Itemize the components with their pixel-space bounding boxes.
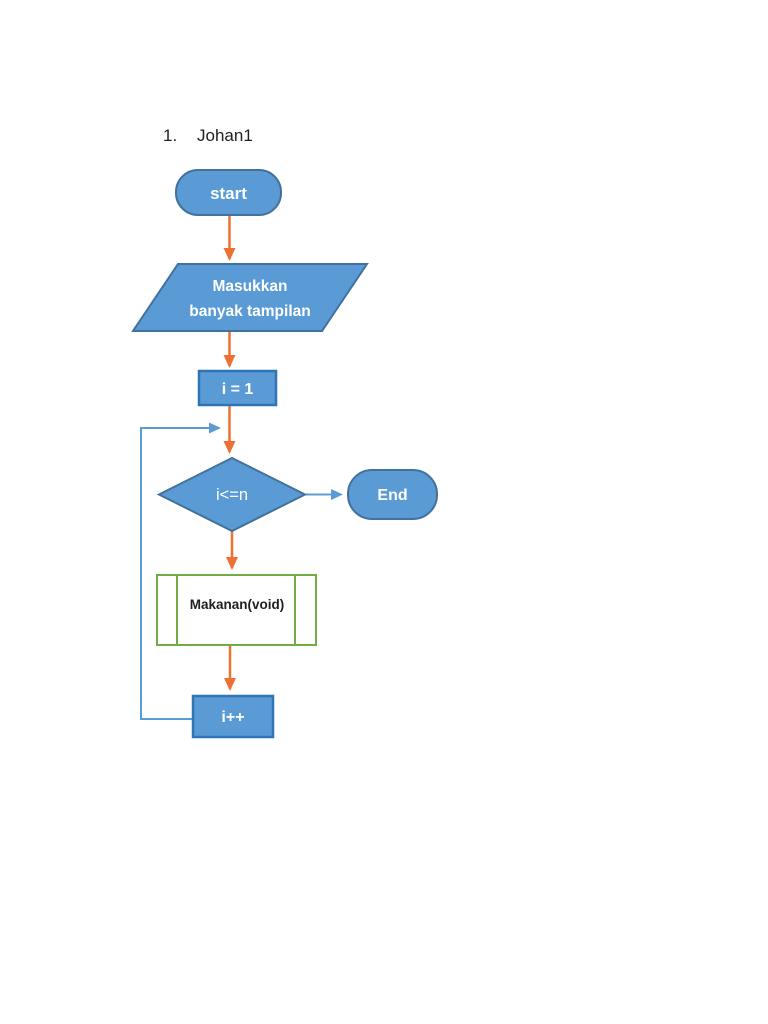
- init-node: i = 1: [197, 369, 278, 407]
- subroutine-node-label: Makanan(void): [190, 597, 285, 612]
- loop-back-connector: [140, 422, 221, 720]
- increment-node: i++: [191, 694, 275, 739]
- init-node-shape: [197, 369, 278, 407]
- decision-node-label: i<=n: [216, 486, 248, 504]
- input-node-label-line2: banyak tampilan: [189, 303, 310, 320]
- increment-node-shape: [191, 694, 275, 739]
- input-node-shape: [131, 263, 369, 332]
- end-node: End: [347, 469, 438, 520]
- start-node-label: start: [210, 184, 247, 203]
- subroutine-node-shape: [156, 574, 317, 646]
- increment-node-label: i++: [221, 709, 244, 726]
- start-node: start: [175, 169, 282, 216]
- init-node-label: i = 1: [222, 381, 254, 398]
- end-node-label: End: [377, 487, 407, 504]
- list-title: Johan1: [197, 126, 253, 145]
- decision-node-shape: [156, 456, 308, 533]
- input-node: Masukkan banyak tampilan: [131, 263, 369, 332]
- end-node-shape: [347, 469, 438, 520]
- input-node-label-line1: Masukkan: [213, 278, 288, 295]
- list-number: 1.: [163, 126, 178, 145]
- subroutine-node: Makanan(void): [156, 574, 317, 646]
- list-item-heading: 1. Johan1: [163, 126, 253, 146]
- decision-node: i<=n: [156, 456, 308, 533]
- start-node-shape: [175, 169, 282, 216]
